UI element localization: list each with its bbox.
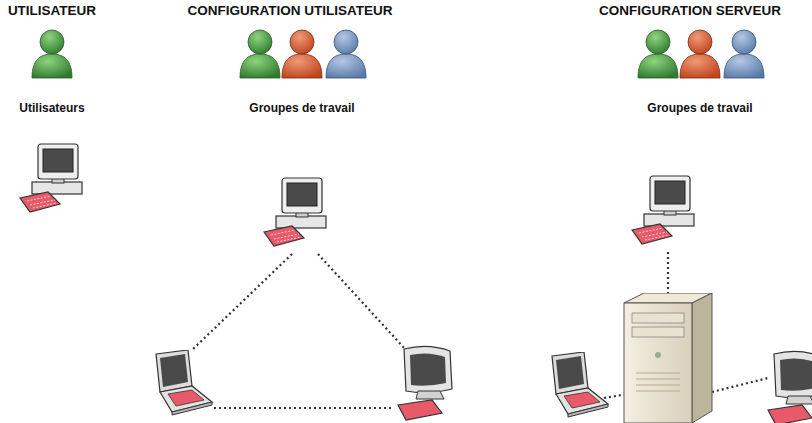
group-caption: Groupes de travail	[647, 101, 752, 115]
desktop-computer	[264, 178, 326, 246]
all-in-one-computer	[768, 351, 812, 423]
network-link	[192, 254, 292, 350]
server-tower	[624, 293, 712, 423]
network-link	[318, 254, 406, 350]
user-icon	[282, 30, 322, 78]
user-icon	[240, 30, 280, 78]
desktop-computer	[632, 176, 694, 244]
laptop-computer	[552, 352, 608, 417]
desktop-computer	[20, 144, 82, 212]
group-caption: Utilisateurs	[19, 101, 84, 115]
network-link	[214, 407, 392, 409]
all-in-one-computer	[398, 346, 452, 420]
group-caption: Groupes de travail	[249, 101, 354, 115]
network-link	[667, 252, 669, 298]
column-heading: CONFIGURATION SERVEUR	[599, 3, 781, 18]
user-icon	[32, 30, 72, 78]
user-icon	[680, 30, 720, 78]
user-icon	[638, 30, 678, 78]
column-heading: CONFIGURATION UTILISATEUR	[188, 3, 393, 18]
column-heading: UTILISATEUR	[8, 3, 96, 18]
laptop-computer	[156, 350, 212, 415]
network-link	[712, 378, 768, 392]
user-icon	[724, 30, 764, 78]
user-icon	[326, 30, 366, 78]
